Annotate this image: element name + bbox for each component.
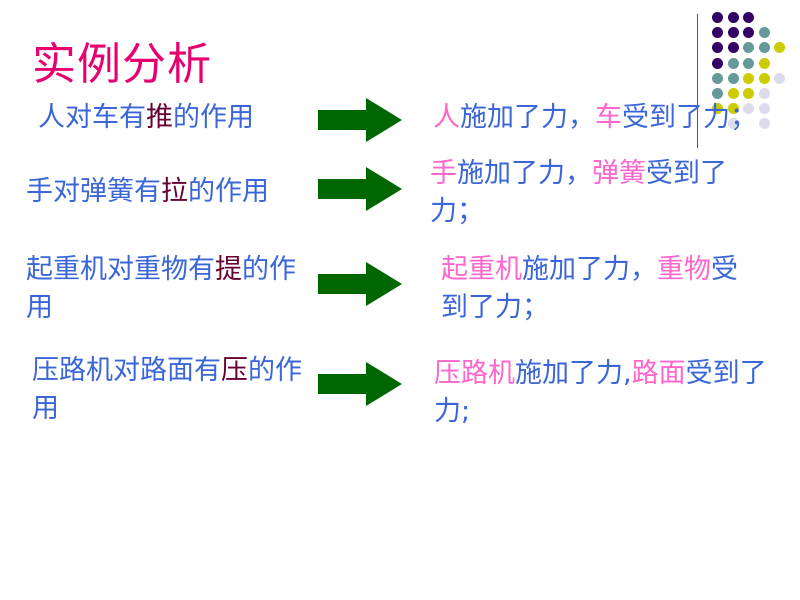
decorative-dot — [774, 72, 785, 84]
decorative-dot — [758, 27, 770, 39]
text: 施加了力， — [522, 254, 657, 285]
subject: 压路机 — [434, 358, 515, 389]
slide-title: 实例分析 — [32, 39, 212, 90]
decorative-dot — [727, 42, 739, 54]
arrow-right-icon — [318, 98, 402, 142]
decorative-dot — [743, 12, 754, 23]
example-3-cause: 起重机对重物有提的作用 — [26, 251, 316, 327]
decorative-dot — [712, 27, 723, 39]
text: 的作用 — [188, 176, 269, 207]
arrow-right-icon — [318, 167, 402, 211]
decorative-dot — [743, 27, 754, 39]
text: 人对车有 — [38, 102, 146, 133]
decorative-dot — [727, 27, 739, 39]
decorative-dot — [758, 103, 770, 115]
decorative-dot — [743, 57, 754, 69]
text: 起重机对重物有 — [26, 254, 215, 285]
decorative-dot — [758, 42, 770, 54]
example-3-effect: 起重机施加了力，重物受到了力； — [441, 251, 761, 327]
decorative-dot — [727, 118, 739, 130]
decorative-dot — [712, 88, 723, 99]
text: 的作用 — [26, 254, 296, 323]
example-2-cause: 手对弹簧有拉的作用 — [26, 173, 269, 211]
example-1-effect: 人施加了力，车受到了力； — [433, 99, 757, 137]
object: 车 — [595, 102, 622, 133]
arrow-right-icon — [318, 362, 402, 406]
decorative-line — [697, 14, 698, 148]
decorative-dot — [758, 88, 770, 99]
object: 路面 — [631, 358, 686, 389]
object: 重物 — [657, 254, 711, 285]
example-4-cause: 压路机对路面有压的作用 — [32, 352, 322, 428]
text: 的作用 — [173, 102, 254, 133]
example-4-effect: 压路机施加了力,路面受到了力; — [434, 355, 794, 431]
decorative-dot — [727, 57, 739, 69]
decorative-dot — [743, 88, 754, 99]
decorative-dot — [727, 12, 739, 23]
object: 弹簧 — [592, 158, 646, 189]
decorative-dot — [758, 57, 770, 69]
subject: 人 — [433, 102, 460, 133]
verb: 推 — [146, 102, 173, 133]
text: 受到了力； — [441, 254, 738, 323]
text: 施加了力, — [515, 358, 632, 389]
decorative-dot — [774, 42, 785, 54]
text: 受到了力; — [434, 358, 767, 427]
decorative-dot — [712, 12, 723, 23]
decorative-dot — [727, 72, 739, 84]
decorative-dot — [758, 72, 770, 84]
verb: 拉 — [161, 176, 188, 207]
example-1-cause: 人对车有推的作用 — [38, 99, 254, 137]
decorative-dot — [712, 42, 723, 54]
decorative-dot — [743, 103, 754, 115]
subject: 起重机 — [441, 254, 522, 285]
decorative-dot — [727, 88, 739, 99]
text: 施加了力， — [457, 158, 592, 189]
text: 受到了力； — [622, 102, 757, 133]
text: 压路机对路面有 — [32, 355, 221, 386]
verb: 压 — [221, 355, 248, 386]
decorative-dot — [758, 118, 770, 130]
decorative-dot — [743, 42, 754, 54]
text: 的作用 — [32, 355, 302, 424]
example-2-effect: 手施加了力，弹簧受到了力； — [430, 155, 760, 231]
decorative-dot — [727, 103, 739, 115]
text: 受到了力； — [430, 158, 727, 227]
subject: 手 — [430, 158, 457, 189]
verb: 提 — [215, 254, 242, 285]
decorative-dot — [712, 57, 723, 69]
arrow-right-icon — [318, 262, 402, 306]
decorative-dot — [712, 103, 723, 115]
decorative-dot — [712, 72, 723, 84]
text: 施加了力， — [460, 102, 595, 133]
decorative-dot — [743, 72, 754, 84]
text: 手对弹簧有 — [26, 176, 161, 207]
